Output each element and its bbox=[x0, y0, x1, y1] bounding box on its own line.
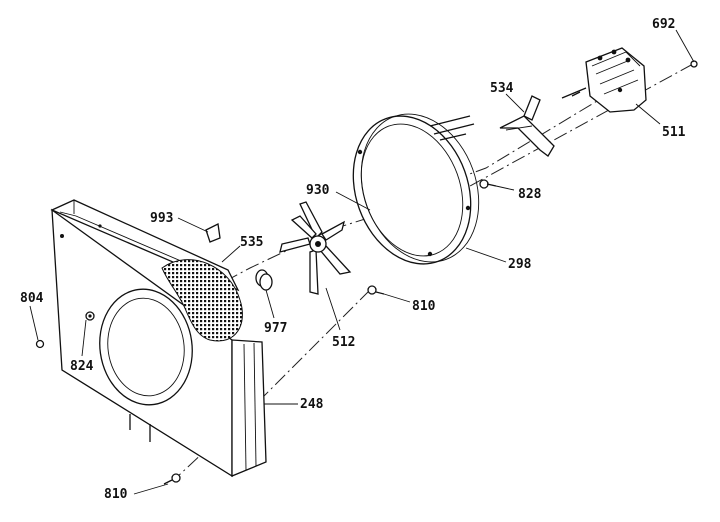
label-535: 535 bbox=[240, 235, 263, 250]
label-824: 824 bbox=[70, 359, 94, 374]
screw-804 bbox=[35, 339, 45, 349]
label-512: 512 bbox=[332, 335, 355, 350]
ring-frame-298 bbox=[352, 113, 480, 265]
housing-side-flange bbox=[231, 339, 267, 477]
screw-692 bbox=[690, 60, 698, 68]
fan-blade-512 bbox=[279, 201, 352, 295]
label-810-lower: 810 bbox=[104, 487, 128, 502]
screw-828 bbox=[479, 179, 497, 189]
mesh-screen bbox=[161, 259, 243, 342]
label-993: 993 bbox=[150, 211, 173, 226]
mesh-grille bbox=[161, 259, 243, 342]
label-692: 692 bbox=[652, 17, 675, 32]
part-labels: 692 534 511 828 930 298 993 535 810 977 … bbox=[20, 17, 686, 502]
nut-977 bbox=[255, 269, 273, 291]
clip-993 bbox=[205, 223, 221, 243]
label-248: 248 bbox=[300, 397, 324, 412]
label-298: 298 bbox=[508, 257, 532, 272]
screw-824 bbox=[85, 311, 95, 321]
label-804: 804 bbox=[20, 291, 44, 306]
label-511: 511 bbox=[662, 125, 686, 140]
label-930: 930 bbox=[306, 183, 330, 198]
screw-810-upper bbox=[367, 285, 385, 295]
label-534: 534 bbox=[490, 81, 514, 96]
label-977: 977 bbox=[264, 321, 287, 336]
screw-810-lower bbox=[163, 473, 181, 485]
leader-lines bbox=[29, 29, 695, 495]
label-810-upper: 810 bbox=[412, 299, 436, 314]
bracket-534 bbox=[499, 95, 555, 157]
label-828: 828 bbox=[518, 187, 542, 202]
motor-511 bbox=[561, 47, 647, 113]
housing-fan-opening bbox=[99, 288, 193, 406]
